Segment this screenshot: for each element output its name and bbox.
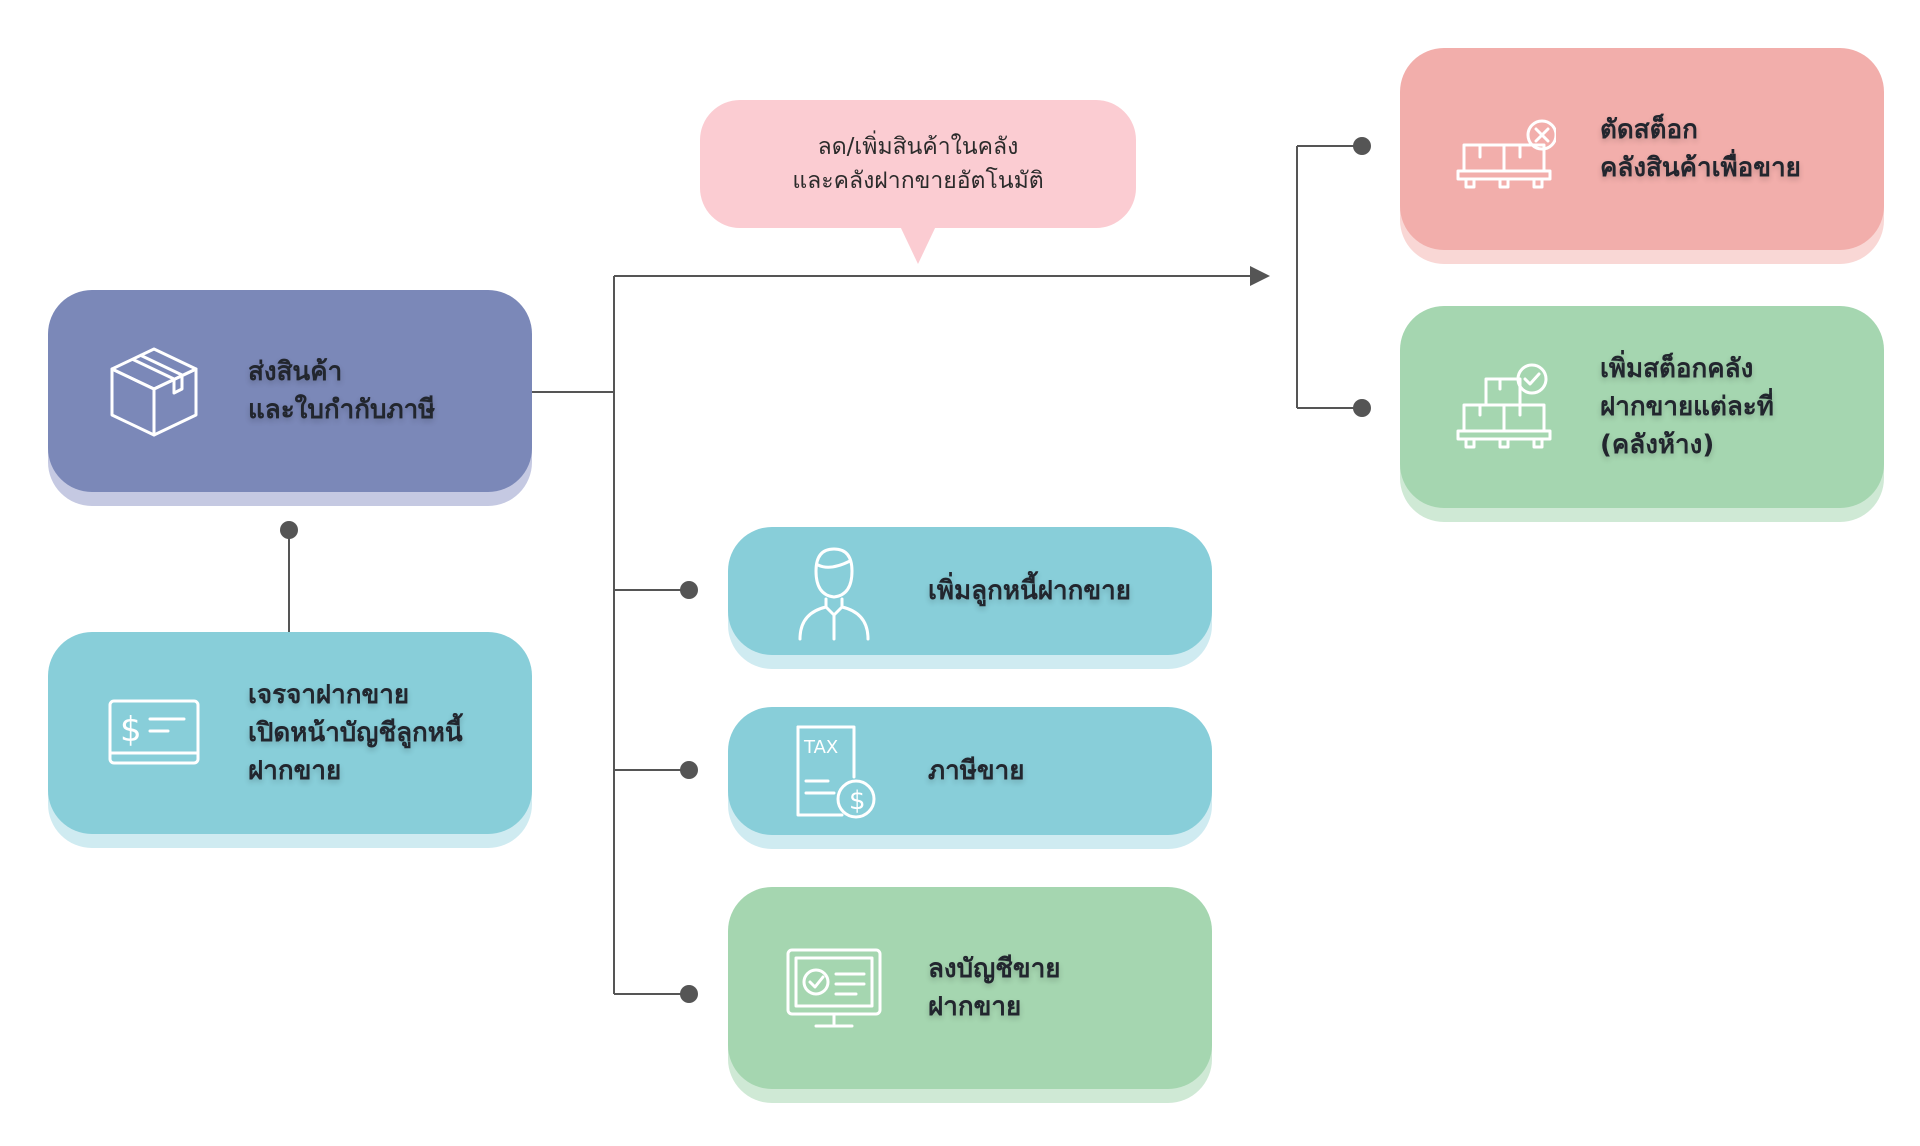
pallet-remove-icon	[1456, 99, 1556, 199]
person-icon	[784, 541, 884, 641]
svg-text:$: $	[120, 710, 142, 750]
callout-text: ลด/เพิ่มสินค้าในคลัง และคลังฝากขายอัตโนม…	[792, 134, 1044, 194]
auto-stock-callout: ลด/เพิ่มสินค้าในคลัง และคลังฝากขายอัตโนม…	[700, 100, 1136, 264]
connector-dot	[1353, 137, 1371, 155]
pallet-add-icon	[1456, 357, 1556, 457]
node-ship-invoice: ส่งสินค้า และใบกำกับภาษี	[48, 290, 532, 492]
connector-dot	[280, 521, 298, 539]
monitor-check-icon	[784, 938, 884, 1038]
connector-dot	[680, 761, 698, 779]
node-add-debtor: เพิ่มลูกหนี้ฝากขาย	[728, 527, 1212, 655]
connector-dot	[1353, 399, 1371, 417]
node-sales-tax-label: ภาษีขาย	[928, 756, 1025, 786]
box-icon	[104, 341, 204, 441]
node-record-sales-label: ลงบัญชีขาย ฝากขาย	[928, 954, 1061, 1022]
node-sales-tax: TAX $ ภาษีขาย	[728, 707, 1212, 835]
node-cut-stock-label: ตัดสต็อก คลังสินค้าเพื่อขาย	[1600, 115, 1801, 183]
tax-document-icon: TAX $	[784, 721, 884, 821]
connector-dot	[680, 581, 698, 599]
node-add-stock-label: เพิ่มสต็อกคลัง ฝากขายแต่ละที่ (คลังห้าง)	[1600, 354, 1774, 460]
callout-tail	[900, 226, 936, 264]
node-cut-stock: ตัดสต็อก คลังสินค้าเพื่อขาย	[1400, 48, 1884, 250]
node-add-stock: เพิ่มสต็อกคลัง ฝากขายแต่ละที่ (คลังห้าง)	[1400, 306, 1884, 508]
node-record-sales: ลงบัญชีขาย ฝากขาย	[728, 887, 1212, 1089]
node-ship-invoice-label: ส่งสินค้า และใบกำกับภาษี	[248, 357, 436, 425]
svg-text:$: $	[849, 786, 866, 816]
arrow-head	[1250, 266, 1270, 286]
node-negotiate-consignment-label: เจรจาฝากขาย เปิดหน้าบัญชีลูกหนี้ ฝากขาย	[248, 680, 463, 786]
node-negotiate-consignment: $ เจรจาฝากขาย เปิดหน้าบัญชีลูกหนี้ ฝากขา…	[48, 632, 532, 834]
svg-text:TAX: TAX	[803, 737, 838, 758]
connector-dot	[680, 985, 698, 1003]
node-add-debtor-label: เพิ่มลูกหนี้ฝากขาย	[928, 576, 1131, 606]
cash-register-icon: $	[104, 683, 204, 783]
